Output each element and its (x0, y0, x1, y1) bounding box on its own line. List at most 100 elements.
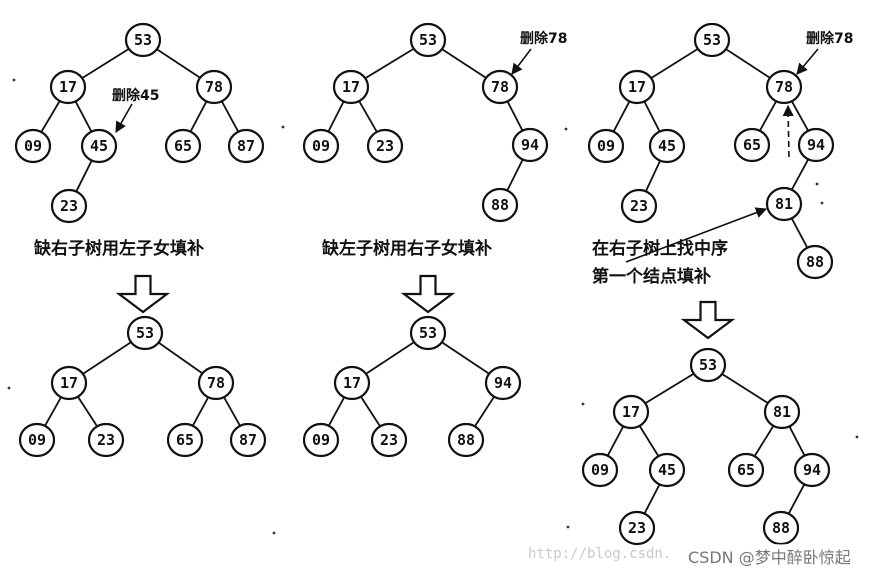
scan-dot (564, 127, 568, 131)
tree-node: 88 (481, 187, 519, 223)
node-label: 23 (630, 197, 648, 215)
node-circle (618, 510, 656, 546)
scan-dot (272, 531, 276, 535)
node-label: 17 (622, 403, 640, 421)
tree-node: 17 (332, 69, 370, 105)
tree-edge (473, 395, 496, 428)
node-circle (689, 347, 727, 383)
tree-node: 53 (409, 315, 447, 351)
node-label: 53 (134, 31, 152, 49)
tree-node: 23 (370, 422, 408, 458)
tree-node: 17 (333, 365, 371, 401)
down-arrow-middle (400, 274, 456, 314)
tree-node: 23 (50, 188, 88, 224)
node-label: 65 (737, 461, 755, 479)
node-circle (49, 69, 87, 105)
tree-node: 23 (618, 510, 656, 546)
tree-node: 78 (197, 365, 235, 401)
tree-node: 53 (126, 315, 164, 351)
node-circle (366, 128, 404, 164)
node-label: 88 (457, 431, 475, 449)
tree-edge (44, 396, 62, 427)
tree-edge (638, 425, 660, 457)
node-circle (227, 128, 265, 164)
node-circle (370, 422, 408, 458)
tree-edge (81, 47, 130, 80)
node-label: 09 (597, 137, 615, 155)
tree-node: 53 (124, 22, 162, 58)
node-circle (618, 69, 656, 105)
node-circle (164, 128, 202, 164)
tree-node: 09 (302, 422, 340, 458)
tree-node: 09 (581, 452, 619, 488)
node-label: 81 (773, 403, 791, 421)
node-label: 65 (176, 431, 194, 449)
node-label: 53 (419, 31, 437, 49)
node-circle (126, 315, 164, 351)
node-circle (648, 452, 686, 488)
node-label: 65 (743, 136, 761, 154)
node-label: 53 (699, 356, 717, 374)
tree-node: 81 (765, 186, 803, 222)
tree-edge (721, 372, 769, 405)
tree-node: 65 (733, 127, 771, 163)
node-label: 87 (239, 431, 257, 449)
tree-edge (157, 341, 204, 375)
tree-node: 78 (765, 69, 803, 105)
delete-arrow-45 (115, 103, 133, 133)
tree-edge (358, 100, 378, 133)
tree-node: 09 (14, 128, 52, 164)
node-circle (793, 452, 831, 488)
node-circle (481, 69, 519, 105)
node-circle (197, 365, 235, 401)
caption-left-subtree-fill: 缺右子树用左子女填补 (34, 239, 204, 259)
node-circle (50, 188, 88, 224)
tree-node: 17 (618, 69, 656, 105)
scan-dot (12, 78, 16, 82)
node-label: 78 (775, 78, 793, 96)
tree-edge (40, 100, 61, 133)
node-label: 88 (806, 253, 824, 271)
tree-node: 53 (693, 22, 731, 58)
node-circle (166, 422, 204, 458)
node-circle (797, 127, 835, 163)
node-circle (18, 422, 56, 458)
scan-dot (815, 182, 819, 186)
node-label: 17 (628, 78, 646, 96)
node-circle (333, 365, 371, 401)
replace-arrow-81-up (782, 104, 794, 158)
node-label: 23 (380, 431, 398, 449)
tree-edge (81, 341, 133, 375)
tree-edge (788, 425, 806, 457)
node-circle (581, 452, 619, 488)
node-label: 45 (658, 137, 676, 155)
node-circle (612, 394, 650, 430)
tree-node: 45 (80, 128, 118, 164)
node-label: 65 (174, 137, 192, 155)
node-label: 45 (90, 137, 108, 155)
node-circle (765, 186, 803, 222)
tree-node: 65 (727, 452, 765, 488)
tree-edge (643, 100, 661, 133)
node-label: 78 (205, 78, 223, 96)
node-circle (14, 128, 52, 164)
node-label: 94 (803, 461, 821, 479)
tree-node: 45 (648, 452, 686, 488)
tree-edge (643, 483, 661, 515)
tree-edge (223, 396, 241, 427)
tree-edge (191, 396, 210, 427)
node-label: 09 (312, 431, 330, 449)
tree-edge (753, 425, 775, 457)
node-circle (511, 127, 549, 163)
node-label: 53 (703, 31, 721, 49)
tree-edge (189, 100, 208, 133)
tree-node: 94 (511, 127, 549, 163)
node-label: 17 (343, 374, 361, 392)
down-arrow-right (680, 300, 736, 340)
node-label: 17 (342, 78, 360, 96)
node-label: 09 (591, 461, 609, 479)
scan-dot (7, 386, 11, 390)
tree-node: 17 (49, 69, 87, 105)
node-circle (302, 128, 340, 164)
